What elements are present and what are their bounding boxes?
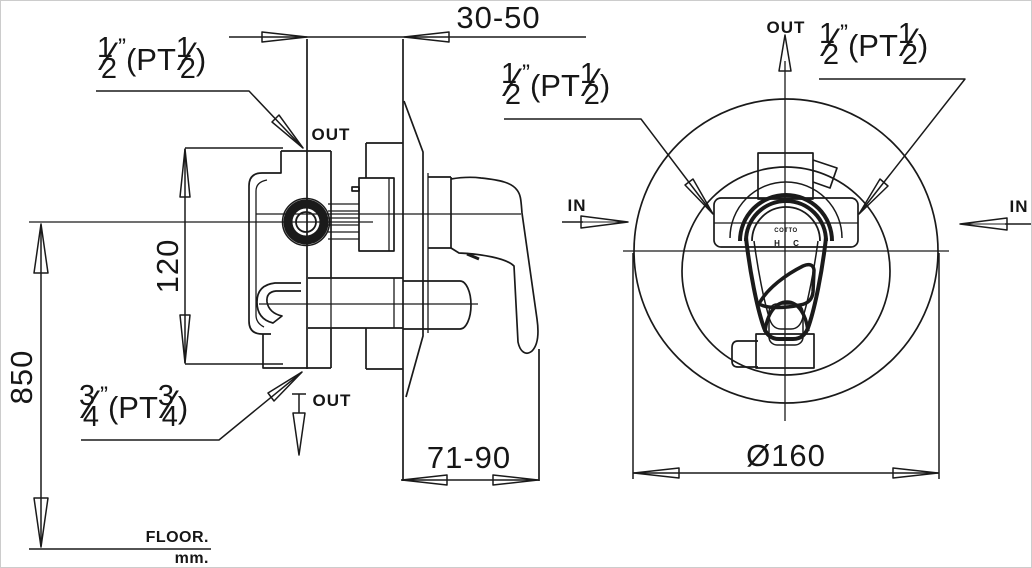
pt-open: (PT [529,68,580,103]
fraction-numerator: 1 [819,18,836,50]
fraction-slash: ⁄ [167,383,174,427]
port-label-three-quarter-bottom-outlet: 3⁄4”(PT3⁄4) [79,382,189,432]
elbow-hook [256,282,301,324]
hot-mark: H [774,239,780,248]
out-arrow-down [292,393,306,456]
dim-text-plate-diameter: Ø160 [746,438,826,473]
inlet-port [281,197,331,247]
front-view-drawing [623,61,949,421]
pt-close: ) [917,28,929,63]
floor-label: FLOOR. [145,529,209,546]
fraction-slash: ⁄ [106,35,113,79]
pt-open: (PT [107,390,158,425]
fraction-numerator: 1 [501,58,518,90]
side-view-drawing [29,39,540,481]
out-label-front: OUT [766,18,806,37]
fraction-slash: ⁄ [510,61,517,105]
dim-diameter-160 [632,253,940,479]
fraction-slash: ⁄ [88,383,95,427]
fraction-numerator: 1 [897,18,915,50]
pt-close: ) [599,68,611,103]
leader-half-front-left [504,118,714,215]
in-label-left: IN [567,196,587,215]
fraction-denominator: 2 [504,79,521,111]
port-label-half-top-outlet: 1⁄2”(PT1⁄2) [97,34,207,84]
fraction-denominator: 2 [179,53,196,85]
pt-close: ) [177,390,189,425]
inch-mark: ” [521,60,530,87]
dimension-line-work [29,31,1031,550]
fraction-numerator: 1 [175,32,193,64]
cold-mark: C [793,239,799,248]
out-arrow-up [778,34,792,72]
fraction-numerator: 1 [97,32,114,64]
lever-handle-side [428,176,539,354]
pt-open: (PT [847,28,898,63]
lever-handle-front [744,237,828,346]
fraction-denominator: 2 [583,79,600,111]
fraction-numerator: 3 [157,380,175,412]
leader-three-quarter [81,371,303,441]
in-arrow-left-side [562,215,629,229]
dim-71-90 [401,474,539,486]
out-label-bottom: OUT [312,391,352,410]
dim-text-outlet-spacing: 120 [150,238,185,294]
inch-mark: ” [117,34,126,61]
dim-text-projection: 71-90 [426,440,512,475]
fraction-denominator: 2 [822,39,839,71]
floor-unit-label: mm. [174,550,209,567]
dim-text-wall-depth: 30-50 [456,0,541,35]
fraction-slash: ⁄ [907,21,914,65]
fraction-slash: ⁄ [589,61,596,105]
port-label-half-front-left-inlet: 1⁄2”(PT1⁄2) [501,60,611,110]
fraction-denominator: 4 [161,401,178,433]
dim-850 [29,223,211,550]
pt-close: ) [195,42,207,77]
fraction-numerator: 1 [579,58,597,90]
dome-cover-circle [681,166,891,376]
inch-mark: ” [99,382,108,409]
in-label-right: IN [1009,197,1029,216]
fraction-denominator: 2 [100,53,117,85]
leader-half-top-left [96,90,304,149]
dim-text-height-from-floor: 850 [4,349,39,405]
fraction-denominator: 2 [901,39,918,71]
valve-body [248,150,332,369]
dim-120 [179,147,283,365]
valve-cross-body [713,152,859,369]
port-label-half-front-right-inlet: 1⁄2”(PT1⁄2) [819,20,929,70]
out-label-top: OUT [311,125,351,144]
fraction-slash: ⁄ [828,21,835,65]
dim-30-50 [229,31,586,43]
inch-mark: ” [839,20,848,47]
leader-half-front-right [819,78,966,215]
lower-outlet-pipe [308,277,472,330]
cartridge [328,142,403,370]
fraction-numerator: 3 [79,380,96,412]
pt-open: (PT [125,42,176,77]
fraction-slash: ⁄ [185,35,192,79]
fraction-denominator: 4 [82,401,99,433]
brand-mark: COTTO [774,228,798,234]
in-arrow-right-side [959,217,1031,231]
handle-dome [729,181,843,242]
escutcheon-edge [403,100,429,398]
